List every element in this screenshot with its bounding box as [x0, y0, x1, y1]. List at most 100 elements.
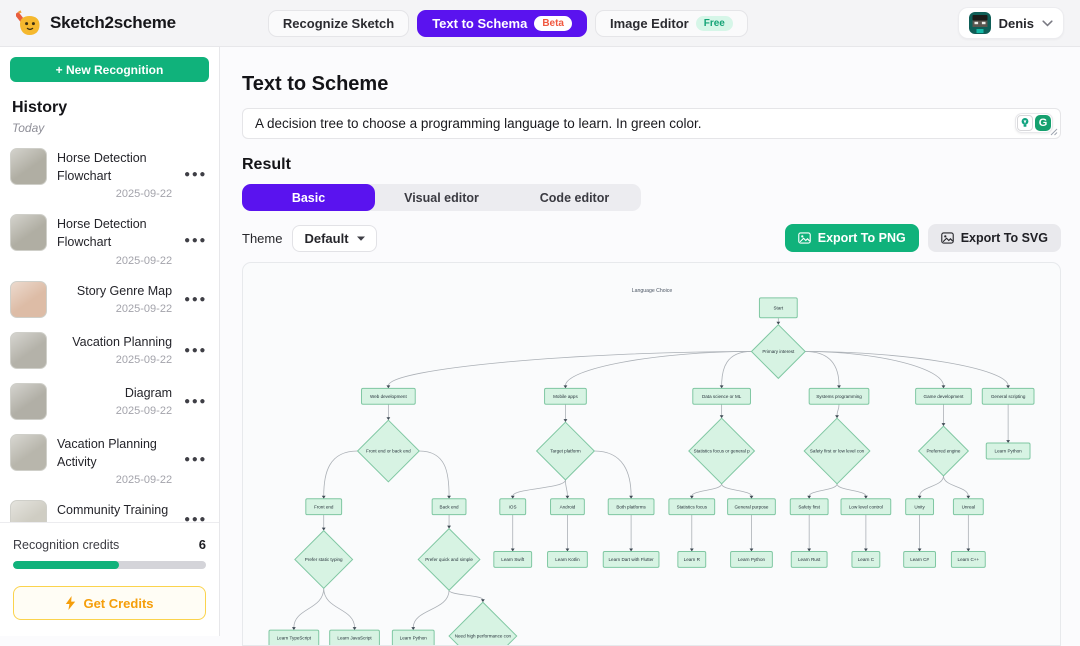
history-thumbnail	[10, 383, 47, 420]
svg-text:Prefer static typing: Prefer static typing	[305, 557, 343, 562]
svg-text:Need high performance con: Need high performance con	[455, 634, 512, 639]
history-item-date: 2025-09-22	[116, 354, 172, 366]
new-recognition-button[interactable]: + New Recognition	[10, 57, 209, 82]
svg-text:Systems programming: Systems programming	[816, 394, 862, 399]
history-thumbnail	[10, 214, 47, 251]
history-item[interactable]: Vacation Planning 2025-09-22 ●●●	[10, 325, 209, 376]
history-item[interactable]: Horse Detection Flowchart 2025-09-22 ●●●	[10, 207, 209, 273]
diagram-controls: Theme Default Export To PNG	[242, 224, 1061, 252]
svg-text:Front end: Front end	[314, 504, 334, 509]
tab-visual-editor[interactable]: Visual editor	[375, 184, 508, 211]
svg-text:Safety first or low level con: Safety first or low level con	[810, 449, 865, 454]
history-item[interactable]: Diagram 2025-09-22 ●●●	[10, 376, 209, 427]
sidebar: + New Recognition History Today Horse De…	[0, 47, 220, 636]
item-menu-icon[interactable]: ●●●	[182, 394, 209, 409]
lightning-icon	[65, 596, 76, 610]
svg-text:Data science or ML: Data science or ML	[702, 394, 742, 399]
main-content: Text to Scheme G Result Basic Visual edi…	[220, 47, 1080, 636]
history-item-title: Horse Detection Flowchart	[57, 215, 172, 251]
svg-text:Learn Kotlin: Learn Kotlin	[555, 557, 580, 562]
top-header: Sketch2scheme Recognize Sketch Text to S…	[0, 0, 1080, 47]
svg-text:Learn R: Learn R	[684, 557, 701, 562]
logo[interactable]: Sketch2scheme	[16, 10, 176, 37]
history-thumbnail	[10, 281, 47, 318]
export-png-button[interactable]: Export To PNG	[785, 224, 919, 252]
main-nav-tabs: Recognize Sketch Text to Schema Beta Ima…	[268, 10, 748, 37]
svg-text:Prefer quick and simple: Prefer quick and simple	[425, 557, 473, 562]
history-item-date: 2025-09-22	[116, 405, 172, 417]
export-svg-button[interactable]: Export To SVG	[928, 224, 1061, 252]
svg-text:Statistics focus: Statistics focus	[677, 504, 708, 509]
tab-text-to-schema[interactable]: Text to Schema Beta	[417, 10, 587, 37]
result-view-tabs: Basic Visual editor Code editor	[242, 184, 641, 211]
pin-extension-icon[interactable]	[1017, 115, 1033, 131]
user-name: Denis	[999, 16, 1034, 31]
credits-panel: Recognition credits 6 Get Credits	[0, 522, 219, 636]
prompt-input[interactable]	[255, 116, 1000, 131]
tab-basic[interactable]: Basic	[242, 184, 375, 211]
history-list: Horse Detection Flowchart 2025-09-22 ●●●…	[10, 141, 209, 547]
tab-label: Recognize Sketch	[283, 16, 394, 31]
item-menu-icon[interactable]: ●●●	[182, 452, 209, 467]
svg-text:Learn C++: Learn C++	[958, 557, 980, 562]
theme-dropdown[interactable]: Default	[292, 225, 376, 252]
history-item[interactable]: Story Genre Map 2025-09-22 ●●●	[10, 274, 209, 325]
svg-text:General purpose: General purpose	[734, 504, 768, 509]
logo-icon	[16, 10, 43, 37]
svg-text:Unreal: Unreal	[962, 504, 975, 509]
svg-text:Back end: Back end	[440, 504, 459, 509]
svg-text:Learn TypeScript: Learn TypeScript	[277, 636, 312, 641]
result-title: Result	[242, 156, 1061, 174]
history-group-label: Today	[12, 121, 209, 135]
history-item-date: 2025-09-22	[116, 255, 172, 267]
svg-text:Target platform: Target platform	[550, 449, 581, 454]
svg-text:General scripting: General scripting	[991, 394, 1026, 399]
image-icon	[798, 232, 811, 244]
svg-text:Learn C: Learn C	[858, 557, 875, 562]
user-menu[interactable]: Denis	[958, 7, 1064, 39]
svg-text:Learn Rust: Learn Rust	[798, 557, 821, 562]
theme-value: Default	[304, 231, 348, 246]
credits-value: 6	[199, 537, 206, 552]
export-svg-label: Export To SVG	[961, 231, 1048, 245]
item-menu-icon[interactable]: ●●●	[182, 167, 209, 182]
history-item[interactable]: Vacation Planning Activity 2025-09-22 ●●…	[10, 427, 209, 493]
history-thumbnail	[10, 434, 47, 471]
svg-text:Android: Android	[560, 504, 576, 509]
image-icon	[941, 232, 954, 244]
svg-text:Web development: Web development	[370, 394, 407, 399]
svg-text:Low level control: Low level control	[849, 504, 883, 509]
free-badge: Free	[696, 16, 733, 31]
resize-handle[interactable]	[1048, 126, 1058, 136]
svg-text:Safety first: Safety first	[798, 504, 820, 509]
tab-image-editor[interactable]: Image Editor Free	[595, 10, 748, 37]
export-png-label: Export To PNG	[818, 231, 906, 245]
history-item[interactable]: Horse Detection Flowchart 2025-09-22 ●●●	[10, 141, 209, 207]
svg-text:Learn Python: Learn Python	[738, 557, 766, 562]
svg-text:Both platforms: Both platforms	[616, 504, 646, 509]
caret-down-icon	[357, 236, 365, 241]
history-item-title: Horse Detection Flowchart	[57, 149, 172, 185]
item-menu-icon[interactable]: ●●●	[182, 292, 209, 307]
history-thumbnail	[10, 332, 47, 369]
chevron-down-icon	[1042, 20, 1053, 27]
svg-text:Learn Python: Learn Python	[400, 636, 428, 641]
tab-recognize-sketch[interactable]: Recognize Sketch	[268, 10, 409, 37]
credits-progress-bar	[13, 561, 206, 569]
history-item-title: Vacation Planning Activity	[57, 435, 172, 471]
get-credits-label: Get Credits	[83, 596, 153, 611]
item-menu-icon[interactable]: ●●●	[182, 343, 209, 358]
get-credits-button[interactable]: Get Credits	[13, 586, 206, 620]
tab-code-editor[interactable]: Code editor	[508, 184, 641, 211]
svg-text:Language Choice: Language Choice	[632, 288, 673, 294]
svg-text:Preferred engine: Preferred engine	[926, 449, 960, 454]
item-menu-icon[interactable]: ●●●	[182, 233, 209, 248]
avatar	[969, 12, 991, 34]
app-name: Sketch2scheme	[50, 13, 176, 33]
svg-text:Game development: Game development	[924, 394, 965, 399]
svg-text:Mobile apps: Mobile apps	[553, 394, 578, 399]
page-title: Text to Scheme	[242, 73, 1061, 96]
prompt-input-wrapper: G	[242, 108, 1061, 139]
